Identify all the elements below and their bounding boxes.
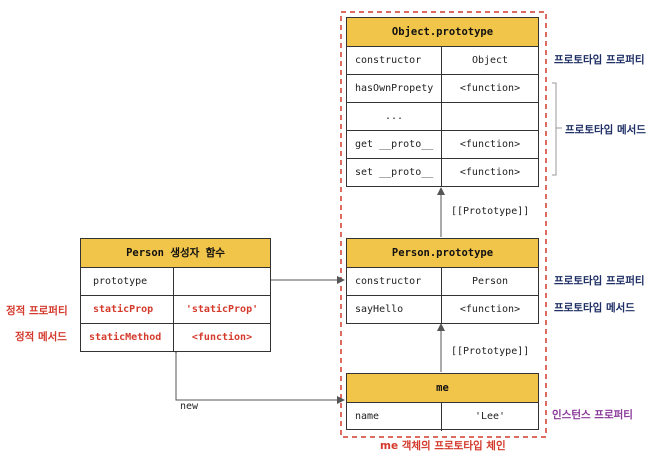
object-prototype-key: set __proto__ bbox=[347, 159, 442, 187]
object-prototype-key: hasOwnPropety bbox=[347, 75, 442, 102]
prototype-method-bracket bbox=[552, 82, 557, 176]
table-row: constructor Object bbox=[347, 47, 538, 75]
table-row: get __proto__ <function> bbox=[347, 131, 538, 159]
person-prototype-key: sayHello bbox=[347, 296, 442, 324]
person-prototype-key: constructor bbox=[347, 268, 442, 295]
object-prototype-key: constructor bbox=[347, 47, 442, 74]
object-prototype-value: <function> bbox=[459, 139, 521, 150]
table-row: staticMethod <function> bbox=[81, 324, 270, 352]
me-instance-box: me name 'Lee' bbox=[346, 373, 539, 431]
label-object-prototype-property: 프로토타입 프로퍼티 bbox=[554, 54, 645, 66]
table-row: prototype bbox=[81, 268, 270, 296]
label-static-property: 정적 프로퍼티 bbox=[6, 305, 68, 317]
static-prop-key: staticProp bbox=[81, 296, 174, 323]
static-method-value: <function> bbox=[191, 332, 253, 343]
person-constructor-box: Person 생성자 함수 prototype staticProp 'stat… bbox=[80, 238, 271, 352]
label-instance-property: 인스턴스 프로퍼티 bbox=[552, 409, 633, 421]
label-static-method: 정적 메서드 bbox=[15, 331, 67, 343]
object-prototype-title: Object.prototype bbox=[347, 18, 538, 47]
prototype-link-label-lower: [[Prototype]] bbox=[451, 346, 530, 357]
person-constructor-title: Person 생성자 함수 bbox=[81, 239, 270, 268]
person-prototype-title: Person.prototype bbox=[347, 239, 538, 268]
prototype-chain-caption: me 객체의 프로토타입 체인 bbox=[380, 440, 506, 452]
table-row: hasOwnPropety <function> bbox=[347, 75, 538, 103]
object-prototype-value: Object bbox=[471, 55, 509, 66]
object-prototype-key: ... bbox=[347, 103, 442, 130]
new-arrow bbox=[175, 350, 345, 404]
prototype-link-label-upper: [[Prototype]] bbox=[451, 206, 530, 217]
table-row: constructor Person bbox=[347, 268, 538, 296]
table-row: staticProp 'staticProp' bbox=[81, 296, 270, 324]
prototype-chain-frame bbox=[340, 11, 547, 438]
static-prop-value: 'staticProp' bbox=[185, 304, 259, 315]
table-row: name 'Lee' bbox=[347, 403, 538, 431]
constructor-key: prototype bbox=[81, 268, 174, 295]
label-object-prototype-method: 프로토타입 메서드 bbox=[565, 124, 646, 136]
me-value: 'Lee' bbox=[474, 411, 506, 422]
object-prototype-value: <function> bbox=[459, 167, 521, 178]
label-person-prototype-method: 프로토타입 메서드 bbox=[554, 302, 635, 314]
me-key: name bbox=[347, 403, 442, 431]
table-row: ... bbox=[347, 103, 538, 131]
new-label: new bbox=[180, 401, 199, 412]
object-prototype-value bbox=[442, 103, 538, 130]
person-prototype-value: <function> bbox=[459, 304, 521, 315]
person-prototype-value: Person bbox=[471, 276, 509, 287]
constructor-value bbox=[174, 268, 270, 295]
object-prototype-box: Object.prototype constructor Object hasO… bbox=[346, 17, 539, 187]
object-prototype-value: <function> bbox=[459, 83, 521, 94]
me-title: me bbox=[347, 374, 538, 403]
label-person-prototype-property: 프로토타입 프로퍼티 bbox=[554, 275, 645, 287]
static-method-key: staticMethod bbox=[81, 324, 174, 352]
table-row: set __proto__ <function> bbox=[347, 159, 538, 187]
person-prototype-box: Person.prototype constructor Person sayH… bbox=[346, 238, 539, 324]
object-prototype-key: get __proto__ bbox=[347, 131, 442, 158]
table-row: sayHello <function> bbox=[347, 296, 538, 324]
